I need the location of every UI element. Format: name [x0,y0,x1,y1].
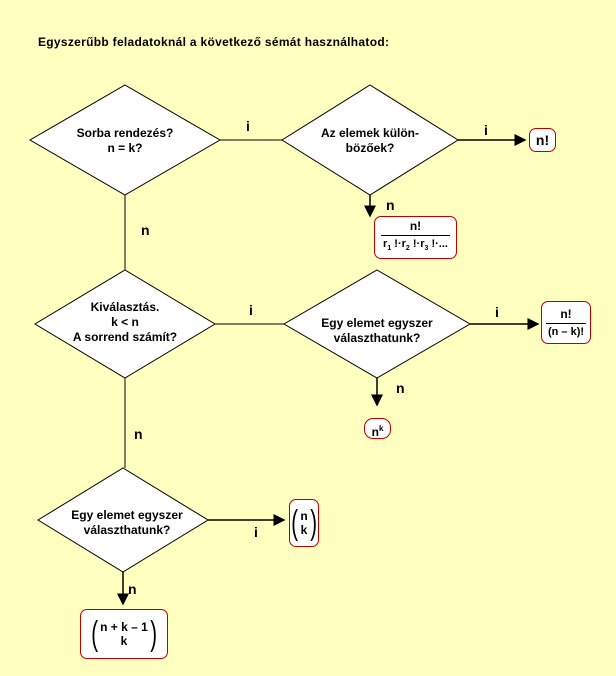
rep-perm-denominator: r1 !·r2 !·r3 !·... [383,237,448,253]
decision1-line1: Sorba rendezés? [76,126,174,140]
label-d3-no: n [134,426,143,442]
decision5-text: Egy elemet egyszer választhatunk? [52,508,202,538]
result-variation: n! (n – k)! [541,301,591,344]
rep-combination-bottom: k [120,634,128,648]
rep-combination-left-paren: ( [91,615,98,653]
result-permutation: n! [529,128,556,152]
combination-top: n [300,509,308,523]
page-title: Egyszerűbb feladatoknál a következő sémá… [38,35,390,49]
rep-perm-numerator: n! [409,218,422,233]
decision3-line1: Kiválasztás. [90,300,160,314]
decision2-line2: bözőek? [345,141,395,155]
label-d5-no: n [128,581,137,597]
decision2-line1: Az elemek külön- [320,126,420,140]
result-rep-permutation: n! r1 !·r2 !·r3 !·... [374,216,457,259]
decision5-line2: választhatunk? [83,523,171,537]
label-d2-no: n [386,197,395,213]
rep-combination-top: n + k – 1 [100,620,148,634]
decision3-line2: k < n [111,315,139,329]
rep-variation-exponent: k [378,424,384,433]
label-d4-yes: i [495,304,499,320]
label-d2-yes: i [484,122,488,138]
decision1-line2: n = k? [107,141,143,155]
decision3-text: Kiválasztás. k < n A sorrend számít? [55,300,195,345]
decision1-text: Sorba rendezés? n = k? [60,126,190,156]
decision4-text: Egy elemet egyszer választhatunk? [302,316,452,346]
label-d3-yes: i [249,302,253,318]
decision2-text: Az elemek külön- bözőek? [305,126,435,156]
combination-left-paren: ( [291,504,299,542]
result-rep-variation: nk [364,418,391,439]
variation-denominator: (n – k)! [547,325,585,338]
decision4-line1: Egy elemet egyszer [321,316,433,330]
decision4-line2: választhatunk? [333,331,421,345]
rep-variation-base: n [371,425,379,439]
decision5-line1: Egy elemet egyszer [71,508,183,522]
label-d4-no: n [396,380,405,396]
result-rep-combination: ( n + k – 1 k ) [80,609,168,659]
result-permutation-text: n! [535,132,550,148]
result-combination: ( n k ) [289,499,319,547]
combination-bottom: k [300,523,308,537]
rep-perm-fraction-bar [381,234,450,236]
label-d5-yes: i [254,524,258,540]
combination-right-paren: ) [309,504,317,542]
variation-fraction-bar [545,322,587,324]
label-d1-no: n [141,222,150,238]
rep-combination-right-paren: ) [150,615,157,653]
decision3-line3: A sorrend számít? [72,330,178,344]
label-d1-yes: i [246,118,250,134]
variation-numerator: n! [560,306,572,321]
